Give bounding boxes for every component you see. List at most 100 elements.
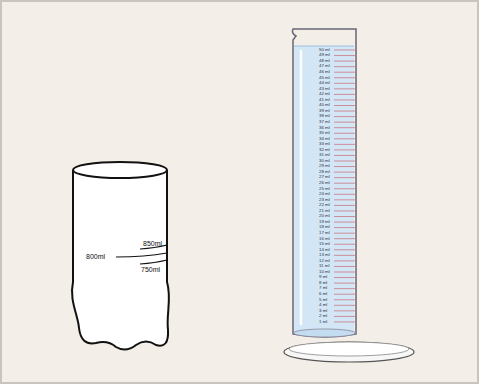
tick-line	[334, 61, 355, 62]
tick-line	[334, 166, 355, 167]
scale-label: 30 ml	[319, 159, 330, 163]
tick-line	[334, 149, 355, 150]
tick-line	[334, 116, 355, 117]
tick-line	[334, 111, 355, 112]
tick-line	[334, 255, 355, 256]
tick-line	[334, 244, 355, 245]
volume-mark-label: 800ml	[86, 253, 105, 260]
scale-label: 41 ml	[319, 98, 330, 102]
scale-label: 2 ml	[319, 314, 327, 318]
tick-line	[334, 288, 355, 289]
graduated-cylinder	[284, 29, 414, 362]
scale-label: 27 ml	[319, 175, 330, 179]
scale-label: 39 ml	[319, 109, 330, 113]
tick-line	[334, 188, 355, 189]
tick-line	[334, 238, 355, 239]
tick-line	[334, 122, 355, 123]
scale-label: 31 ml	[319, 153, 330, 157]
scale-label: 37 ml	[319, 120, 330, 124]
tick-line	[334, 94, 355, 95]
scale-label: 14 ml	[319, 248, 330, 252]
tick-line	[334, 277, 355, 278]
tick-line	[334, 266, 355, 267]
tick-line	[334, 77, 355, 78]
tick-line	[334, 161, 355, 162]
scale-label: 43 ml	[319, 87, 330, 91]
scale-label: 7 ml	[319, 286, 327, 290]
tick-line	[334, 172, 355, 173]
tick-line	[334, 105, 355, 106]
tick-line	[334, 205, 355, 206]
scale-label: 44 ml	[319, 81, 330, 85]
scale-label: 32 ml	[319, 148, 330, 152]
tick-line	[334, 283, 355, 284]
scale-label: 3 ml	[319, 309, 327, 313]
scale-label: 46 ml	[319, 70, 330, 74]
scale-label: 33 ml	[319, 142, 330, 146]
tick-line	[334, 272, 355, 273]
tick-line	[334, 233, 355, 234]
tick-line	[334, 249, 355, 250]
scale-label: 35 ml	[319, 131, 330, 135]
volume-mark-label: 750ml	[141, 266, 160, 273]
tick-line	[334, 144, 355, 145]
tick-line	[334, 72, 355, 73]
scale-label: 9 ml	[319, 275, 327, 279]
scale-label: 4 ml	[319, 303, 327, 307]
graduation-ticks	[334, 50, 355, 322]
scale-label: 13 ml	[319, 253, 330, 257]
scale-label: 8 ml	[319, 281, 327, 285]
tick-line	[334, 138, 355, 139]
scale-label: 18 ml	[319, 225, 330, 229]
tick-line	[334, 127, 355, 128]
tick-line	[334, 305, 355, 306]
tick-line	[334, 222, 355, 223]
scale-label: 38 ml	[319, 114, 330, 118]
tick-line	[334, 50, 355, 51]
volume-mark-label: 850ml	[143, 240, 162, 247]
scale-label: 48 ml	[319, 59, 330, 63]
tick-line	[334, 227, 355, 228]
scale-label: 40 ml	[319, 103, 330, 107]
scale-label: 25 ml	[319, 187, 330, 191]
tick-line	[334, 83, 355, 84]
scale-label: 21 ml	[319, 209, 330, 213]
tick-line	[334, 199, 355, 200]
scale-label: 5 ml	[319, 298, 327, 302]
scale-label: 36 ml	[319, 126, 330, 130]
scale-label: 11 ml	[319, 264, 329, 268]
tick-line	[334, 216, 355, 217]
tick-line	[334, 316, 355, 317]
scale-label: 10 ml	[319, 270, 330, 274]
scale-label: 22 ml	[319, 203, 330, 207]
tick-line	[334, 321, 355, 322]
tick-line	[334, 260, 355, 261]
tick-line	[334, 66, 355, 67]
tick-line	[334, 88, 355, 89]
scale-label: 28 ml	[319, 170, 330, 174]
tick-line	[334, 310, 355, 311]
scale-label: 42 ml	[319, 92, 330, 96]
bottle	[72, 162, 169, 350]
scale-label: 19 ml	[319, 220, 330, 224]
tick-line	[334, 177, 355, 178]
scale-label: 6 ml	[319, 292, 327, 296]
tick-line	[334, 99, 355, 100]
scale-label: 1 ml	[319, 320, 327, 324]
scale-label: 17 ml	[319, 231, 330, 235]
scale-label: 16 ml	[319, 237, 330, 241]
tick-line	[334, 155, 355, 156]
tick-line	[334, 299, 355, 300]
tick-line	[334, 183, 355, 184]
tick-line	[334, 294, 355, 295]
scale-label: 34 ml	[319, 137, 330, 141]
tick-line	[334, 194, 355, 195]
scale-label: 50 ml	[319, 48, 330, 52]
scale-label: 45 ml	[319, 76, 330, 80]
scale-label: 15 ml	[319, 242, 330, 246]
scale-label: 20 ml	[319, 214, 330, 218]
scale-label: 26 ml	[319, 181, 330, 185]
